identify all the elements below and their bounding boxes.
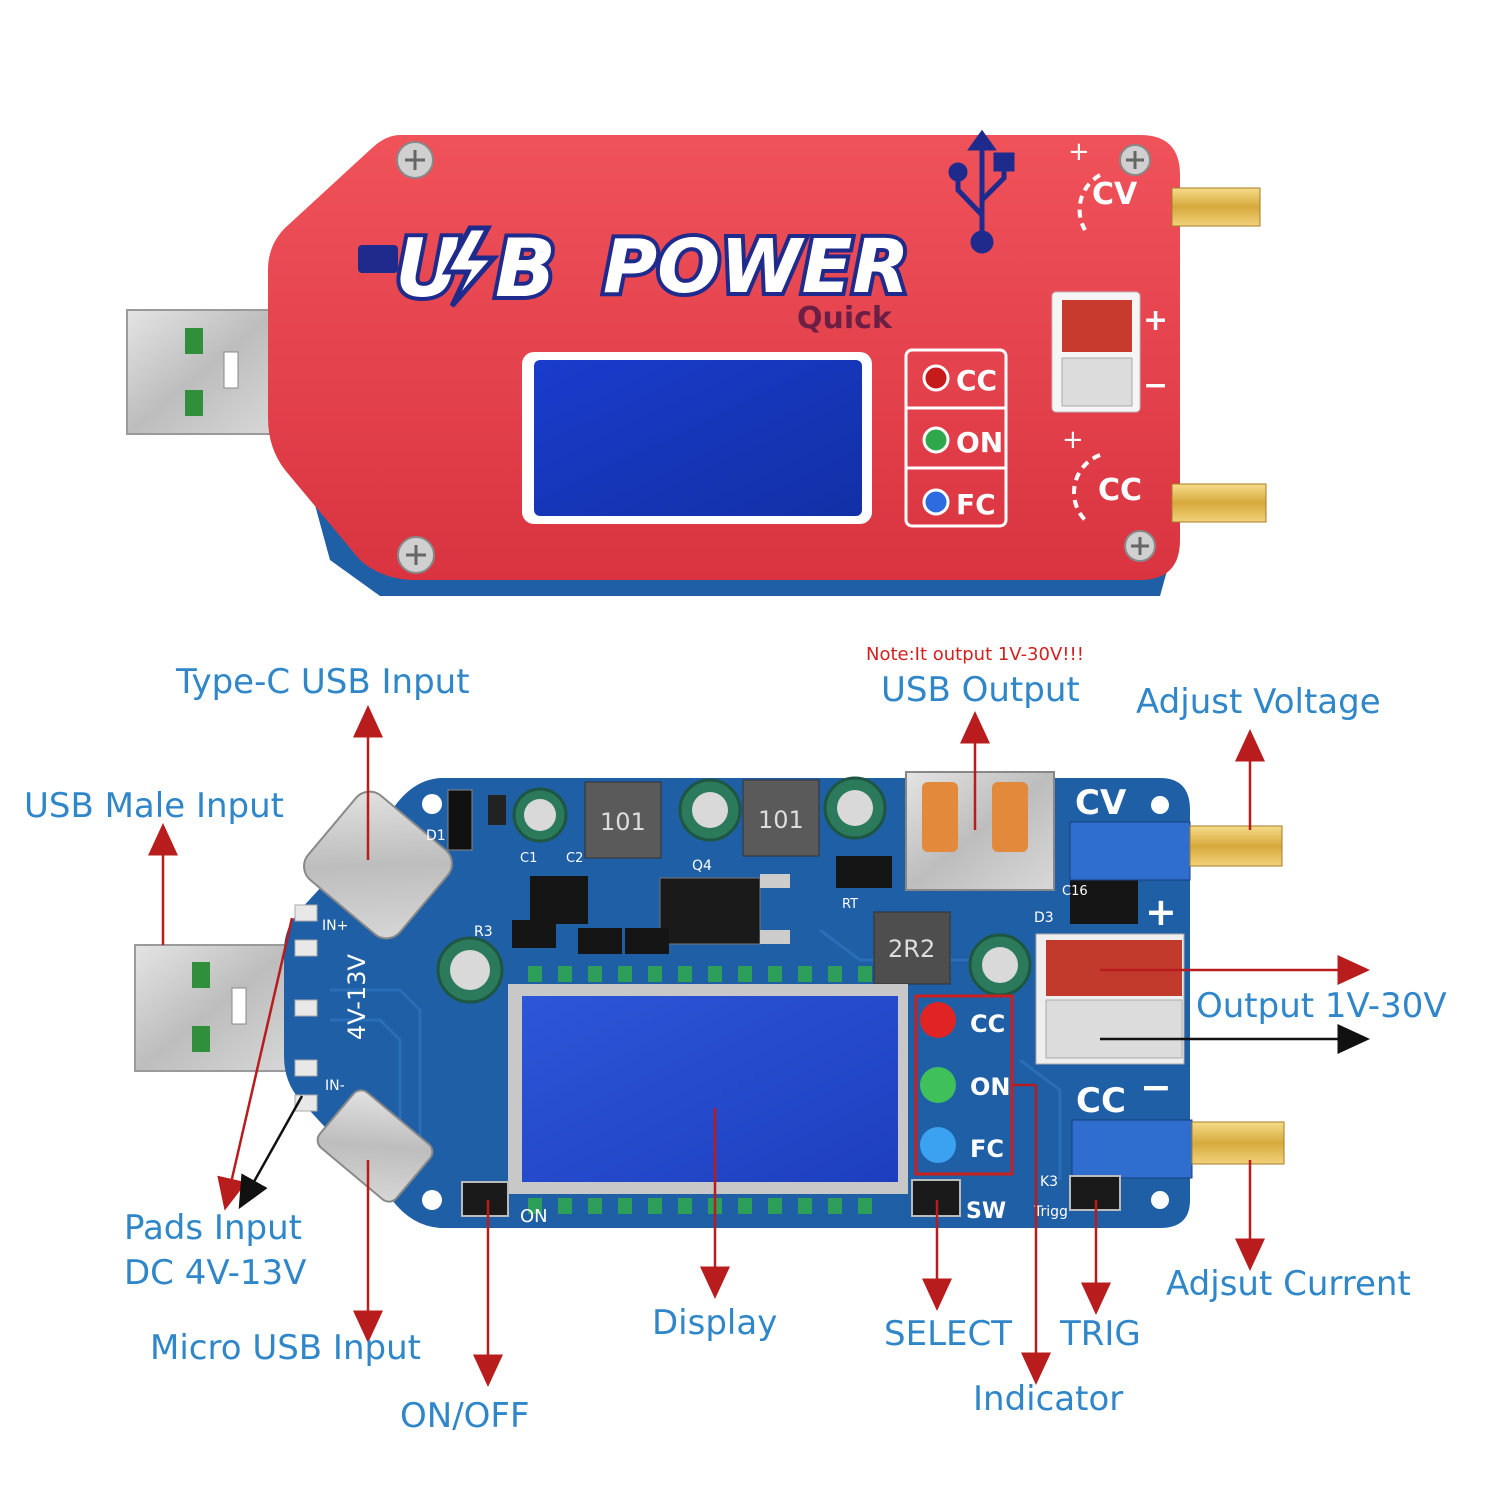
svg-text:FC: FC (956, 488, 996, 521)
svg-text:Q4: Q4 (692, 858, 712, 874)
label-indicator: Indicator (973, 1379, 1124, 1419)
usb-power-logo: U B POWER Quick (358, 218, 913, 336)
micro-usb-port (316, 1089, 434, 1203)
svg-text:R3: R3 (474, 924, 493, 940)
svg-text:CC: CC (1076, 1081, 1126, 1121)
bottom-lcd-screen (522, 996, 898, 1182)
bottom-pcb-board: 4V-13V IN+ IN- D1 101 101 2R2 (134, 771, 1285, 1228)
svg-text:Quick: Quick (797, 301, 893, 336)
inductor: 101 101 2R2 (584, 779, 951, 985)
output-terminal (1035, 933, 1185, 1065)
svg-text:CC: CC (1098, 473, 1142, 508)
trigger-button (1069, 1175, 1121, 1211)
capacitor (436, 776, 1032, 1004)
label-trig: TRIG (1060, 1314, 1141, 1354)
svg-text:+: + (1068, 137, 1090, 167)
label-select: SELECT (884, 1314, 1012, 1354)
svg-text:4V-13V: 4V-13V (343, 954, 371, 1040)
note-output-range: Note:It output 1V-30V!!! (866, 644, 1084, 665)
svg-text:B: B (495, 222, 556, 315)
svg-text:ON: ON (520, 1206, 548, 1227)
label-display: Display (652, 1303, 778, 1343)
cv-potentiometer-shaft (1171, 187, 1261, 227)
svg-text:CC: CC (970, 1010, 1005, 1038)
lightning-icon (441, 225, 500, 308)
label-adjust-current: Adjsut Current (1166, 1264, 1411, 1304)
svg-text:C1: C1 (520, 851, 537, 866)
svg-text:Trigg: Trigg (1033, 1204, 1068, 1220)
on-off-button (461, 1181, 509, 1217)
svg-text:C16: C16 (1062, 884, 1088, 899)
usb-symbol-icon (948, 129, 1015, 254)
svg-text:K3: K3 (1040, 1174, 1058, 1190)
cv-knob-marking: + CV (1068, 137, 1138, 232)
svg-text:101: 101 (600, 808, 646, 836)
label-type-c-input: Type-C USB Input (176, 662, 470, 702)
svg-text:POWER: POWER (603, 224, 909, 310)
svg-text:+: + (1062, 425, 1084, 455)
led-indicators: CC ON FC (914, 994, 1014, 1176)
svg-text:−: − (1140, 1065, 1172, 1109)
svg-text:CV: CV (1075, 783, 1127, 823)
svg-text:IN-: IN- (325, 1078, 345, 1094)
screw-icon (396, 141, 1156, 574)
label-usb-male-input: USB Male Input (24, 786, 284, 826)
label-micro-usb-input: Micro USB Input (150, 1328, 421, 1368)
top-usb-power-module: U B POWER Quick CC ON (126, 129, 1267, 596)
label-pads-input: Pads Input (124, 1208, 302, 1248)
callout-arrows (148, 705, 1370, 1387)
svg-text:C2: C2 (566, 851, 583, 866)
svg-text:IN+: IN+ (322, 918, 348, 934)
top-usb-a-plug (126, 309, 278, 435)
top-output-terminal: + − (1051, 291, 1168, 413)
cc-knob-marking: + CC (1062, 425, 1142, 522)
svg-text:D1: D1 (426, 828, 446, 844)
type-c-port (303, 790, 453, 940)
label-usb-output: USB Output (881, 670, 1080, 710)
top-indicator-panel: CC ON FC (904, 348, 1008, 528)
svg-text:RT: RT (842, 897, 858, 912)
svg-text:+: + (1145, 890, 1177, 934)
svg-text:2R2: 2R2 (888, 935, 935, 963)
svg-text:CV: CV (1092, 177, 1138, 212)
svg-text:−: − (1143, 368, 1168, 403)
label-on-off: ON/OFF (400, 1396, 530, 1436)
bottom-usb-a-plug (134, 944, 296, 1072)
svg-text:D3: D3 (1034, 910, 1054, 926)
svg-text:CC: CC (956, 364, 997, 397)
cc-potentiometer (1071, 1119, 1193, 1179)
cc-potentiometer-shaft (1171, 483, 1267, 523)
label-adjust-voltage: Adjust Voltage (1136, 682, 1381, 722)
cv-potentiometer (1069, 821, 1191, 881)
label-output-voltage: Output 1V-30V (1196, 986, 1447, 1026)
svg-text:FC: FC (970, 1135, 1004, 1163)
svg-text:+: + (1143, 303, 1168, 338)
svg-text:101: 101 (758, 806, 804, 834)
label-pads-voltage: DC 4V-13V (124, 1253, 307, 1293)
svg-text:ON: ON (970, 1073, 1011, 1101)
svg-text:SW: SW (966, 1199, 1006, 1224)
svg-text:ON: ON (956, 426, 1003, 459)
